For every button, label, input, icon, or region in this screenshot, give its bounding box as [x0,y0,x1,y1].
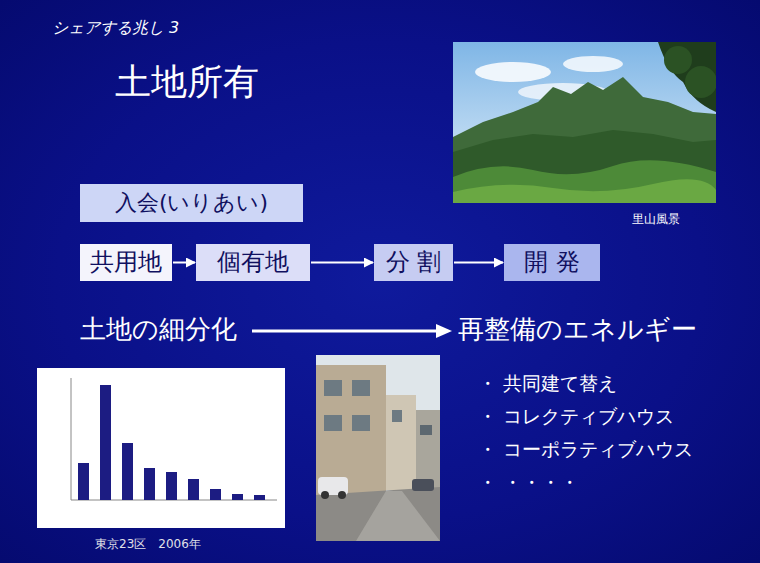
section-tag: シェアする兆し 3 [52,18,179,37]
flow-arrow [173,262,195,264]
drawing-part [78,385,265,500]
drawing-part [100,385,111,500]
drawing-part [232,494,243,500]
drawing-part [316,487,440,541]
drawing-part [563,56,623,72]
drawing-part [252,330,440,333]
drawing-part [453,77,716,203]
drawing-part [453,160,716,203]
flow-arrow [311,262,373,264]
statement-text: 土地の細分化 [80,314,237,345]
drawing-part [254,495,265,500]
street-photo [316,355,440,541]
slide-title: 土地所有 [115,60,259,103]
drawing-part [420,425,432,435]
satoyama-photo [453,42,716,203]
drawing-part [453,179,716,203]
drawing-part [316,365,386,495]
drawing-part [352,380,370,396]
drawing-part [316,355,440,541]
drawing-part [356,491,440,541]
drawing-part [416,410,440,490]
bullet-item: ・ コーポラティブハウス [478,438,693,461]
drawing-part [436,324,452,338]
drawing-part [166,472,177,500]
drawing-part [324,380,342,396]
drawing-part [658,42,716,112]
stage-box: 開 発 [504,244,600,281]
drawing-part [664,46,692,74]
term-box: 入会(いりあい) [80,184,303,222]
flow-arrow [454,262,503,264]
drawing-part [392,410,402,422]
box-text: 共用地 [90,248,162,277]
bar-chart [37,368,285,528]
box-text: 開 発 [524,248,580,277]
drawing-part [475,62,551,82]
drawing-part [338,491,346,499]
drawing-part [412,479,434,491]
drawing-part [78,463,89,500]
bullet-item: ・ コレクティブハウス [478,405,674,428]
drawing-part [321,491,329,499]
bullet-item: ・ 共同建て替え [478,372,617,395]
drawing-part [453,42,716,203]
box-text: 入会(いりあい) [115,190,268,216]
photo-caption: 里山風景 [632,212,680,226]
drawing-part [37,368,285,528]
bullet-item: ・ ・・・・ [478,471,579,494]
drawing-part [453,130,716,203]
drawing-part [71,378,72,500]
drawing-part [685,66,716,98]
stage-box: 共用地 [80,244,172,281]
drawing-part [324,415,342,431]
chart-caption: 東京23区 2006年 [95,537,201,551]
stage-box: 個有地 [196,244,310,281]
box-text: 分 割 [386,248,442,277]
stage-box: 分 割 [374,244,453,281]
statement-text: 再整備のエネルギー [458,314,697,345]
drawing-part [352,415,370,431]
drawing-part [122,443,133,500]
drawing-part [210,489,221,500]
drawing-part [386,395,416,490]
drawing-part [188,479,199,500]
drawing-part [144,468,155,500]
box-text: 個有地 [217,248,289,277]
